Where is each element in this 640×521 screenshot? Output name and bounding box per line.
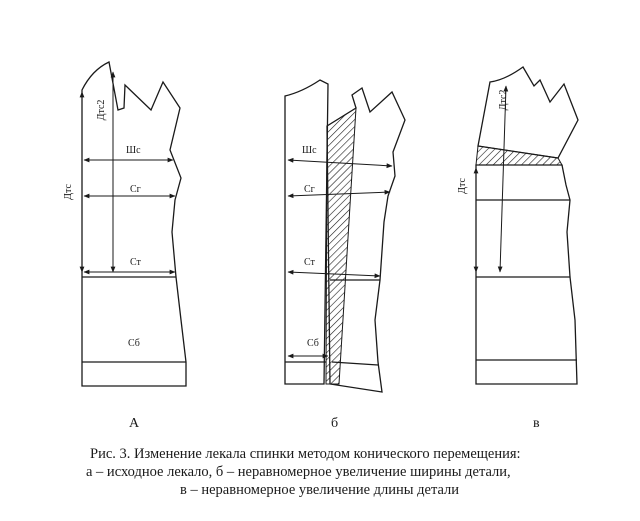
label-sg-a: Сг	[130, 184, 141, 195]
pattern-outline-a	[81, 61, 187, 387]
pattern-left-strip-b	[284, 79, 329, 385]
panel-label-v: в	[533, 416, 540, 431]
label-shs-b: Шс	[302, 145, 317, 156]
label-dts-v: Дтс	[457, 178, 468, 194]
caption-line-3: в – неравномерное увеличение длины детал…	[180, 482, 459, 498]
label-dts-a: Дтс	[63, 184, 74, 200]
caption-line-1: Рис. 3. Изменение лекала спинки методом …	[90, 446, 521, 462]
label-st-b: Ст	[304, 257, 316, 268]
panel-label-b: б	[331, 416, 338, 431]
hatched-wedge-v	[475, 145, 563, 166]
pattern-upper-piece-v	[477, 66, 579, 159]
hatched-wedge-b	[325, 107, 357, 385]
panel-v	[473, 66, 579, 385]
panel-a	[79, 61, 187, 387]
pattern-lower-piece-v	[475, 164, 578, 385]
measure-arrows-a	[79, 71, 176, 275]
label-st-a: Ст	[130, 257, 142, 268]
label-sb-b: Сб	[307, 338, 319, 349]
measure-arrows-v	[473, 85, 509, 273]
measure-arrows-b	[287, 157, 393, 359]
label-dts2-a: Дтс2	[96, 100, 107, 121]
caption-line-2: а – исходное лекало, б – неравномерное у…	[86, 464, 511, 480]
label-sg-b: Сг	[304, 184, 315, 195]
label-shs-a: Шс	[126, 145, 141, 156]
panel-label-a: А	[129, 416, 140, 431]
label-sb-a: Сб	[128, 338, 140, 349]
panel-b	[284, 79, 406, 393]
label-dts2-v: Дтс2	[498, 90, 509, 111]
pattern-right-piece-b	[326, 86, 406, 393]
